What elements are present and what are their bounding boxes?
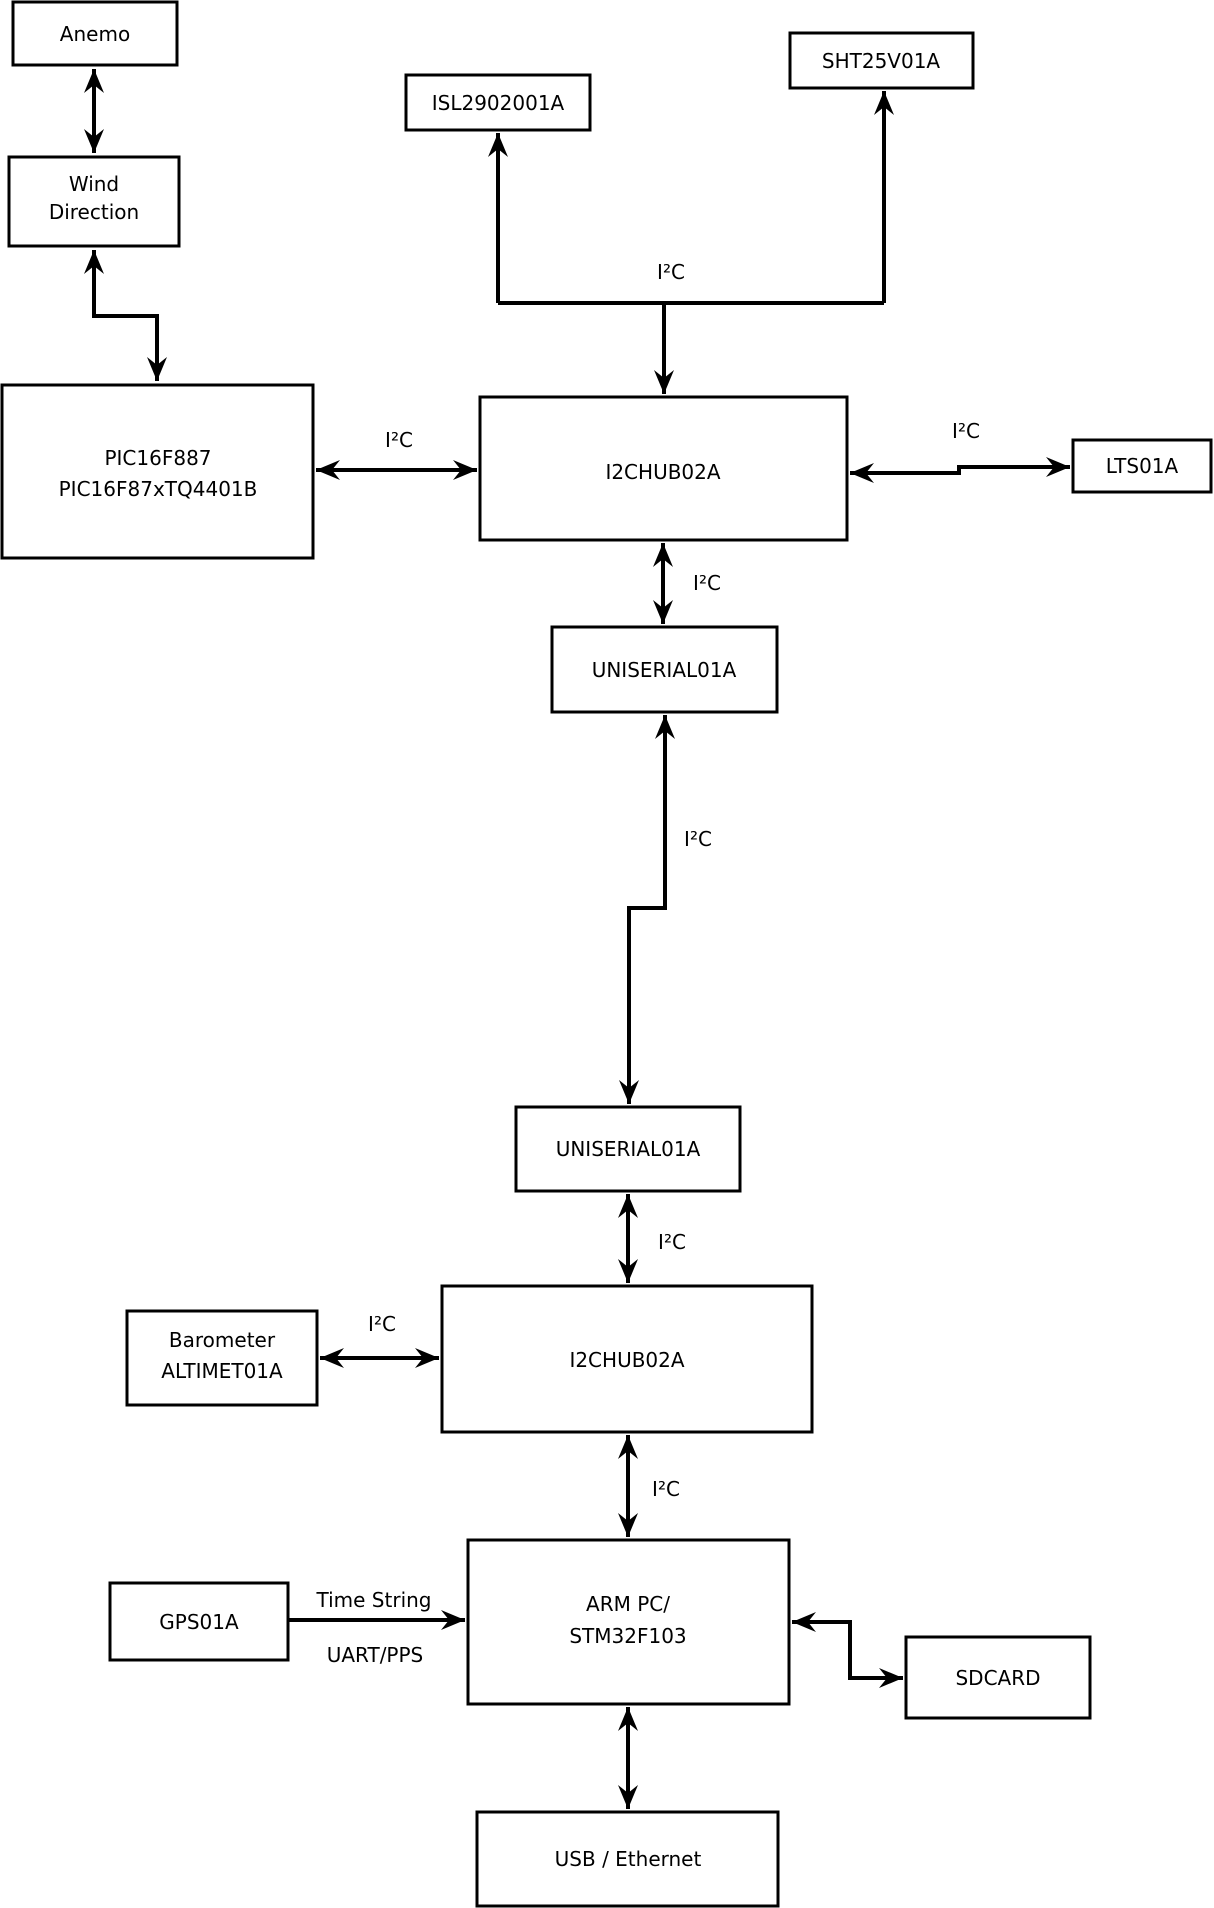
time-string-label: Time String (316, 1588, 432, 1612)
pic16f887-label-line1: PIC16F887 (104, 446, 211, 470)
node-wind-direction: Wind Direction (7, 155, 181, 248)
i2chub02a-bottom-box (440, 1284, 814, 1434)
edge-wind-pic (84, 250, 167, 381)
arm-pc-box (466, 1538, 791, 1706)
node-uniserial01a-bottom: UNISERIAL01A (514, 1105, 742, 1193)
sht25v01a-box (788, 31, 975, 90)
node-i2chub02a-top: I2CHUB02A (478, 395, 849, 542)
node-isl2902001a: ISL2902001A (404, 73, 592, 132)
edge-uniserial-uniserial (619, 715, 675, 1104)
i2c-label-barometer-hub: I²C (368, 1312, 396, 1336)
i2c-label-hub-lts: I²C (952, 419, 980, 443)
node-sht25v01a: SHT25V01A (788, 31, 975, 90)
node-barometer-altimet01a: Barometer ALTIMET01A (125, 1309, 319, 1407)
lts01a-box (1071, 438, 1213, 494)
anemo-label: Anemo (60, 22, 130, 46)
sdcard-label: SDCARD (955, 1666, 1040, 1690)
node-usb-ethernet: USB / Ethernet (475, 1810, 780, 1908)
node-uniserial01a-top: UNISERIAL01A (550, 625, 779, 714)
gps01a-box (108, 1581, 290, 1662)
arm-pc-label-line2: STM32F103 (569, 1624, 686, 1648)
node-sdcard: SDCARD (904, 1635, 1092, 1720)
i2c-label-pic-hub: I²C (385, 428, 413, 452)
edge-arm-sdcard (792, 1612, 903, 1688)
gps01a-label: GPS01A (159, 1610, 239, 1634)
i2chub02a-top-box (478, 395, 849, 542)
usb-ethernet-label: USB / Ethernet (555, 1847, 702, 1871)
node-pic16f887: PIC16F887 PIC16F87xTQ4401B (0, 383, 315, 560)
node-i2chub02a-bottom: I2CHUB02A (440, 1284, 814, 1434)
node-gps01a: GPS01A (108, 1581, 290, 1662)
sht25v01a-label: SHT25V01A (822, 49, 941, 73)
barometer-label-line1: Barometer (169, 1328, 276, 1352)
node-lts01a: LTS01A (1071, 438, 1213, 494)
i2chub02a-top-label: I2CHUB02A (605, 460, 720, 484)
wind-direction-label-line2: Direction (49, 200, 139, 224)
uniserial01a-bottom-label: UNISERIAL01A (556, 1137, 701, 1161)
i2c-label-uniserial-uniserial: I²C (684, 827, 712, 851)
arm-pc-label-line1: ARM PC/ (586, 1592, 670, 1616)
wind-direction-box (7, 155, 181, 248)
i2c-label-uniserial-hub: I²C (658, 1230, 686, 1254)
pic16f887-box (0, 383, 315, 560)
uniserial01a-bottom-box (514, 1105, 742, 1193)
usb-ethernet-box (475, 1810, 780, 1908)
i2c-label-hub-arm: I²C (652, 1477, 680, 1501)
uniserial01a-top-label: UNISERIAL01A (592, 658, 737, 682)
anemo-box (11, 0, 179, 67)
i2chub02a-bottom-label: I2CHUB02A (569, 1348, 684, 1372)
lts01a-label: LTS01A (1106, 454, 1179, 478)
node-arm-pc-stm32f103: ARM PC/ STM32F103 (466, 1538, 791, 1706)
barometer-label-line2: ALTIMET01A (161, 1359, 283, 1383)
wind-direction-label-line1: Wind (69, 172, 119, 196)
isl2902001a-label: ISL2902001A (432, 91, 565, 115)
node-anemo: Anemo (11, 0, 179, 67)
sdcard-box (904, 1635, 1092, 1720)
isl2902001a-box (404, 73, 592, 132)
i2c-label-top-bus: I²C (657, 260, 685, 284)
edge-hub-top-lts (850, 457, 1070, 483)
pic16f887-label-line2: PIC16F87xTQ4401B (59, 477, 258, 501)
i2c-label-hub-uniserial: I²C (693, 571, 721, 595)
uart-pps-label: UART/PPS (327, 1643, 424, 1667)
uniserial01a-top-box (550, 625, 779, 714)
barometer-box (125, 1309, 319, 1407)
